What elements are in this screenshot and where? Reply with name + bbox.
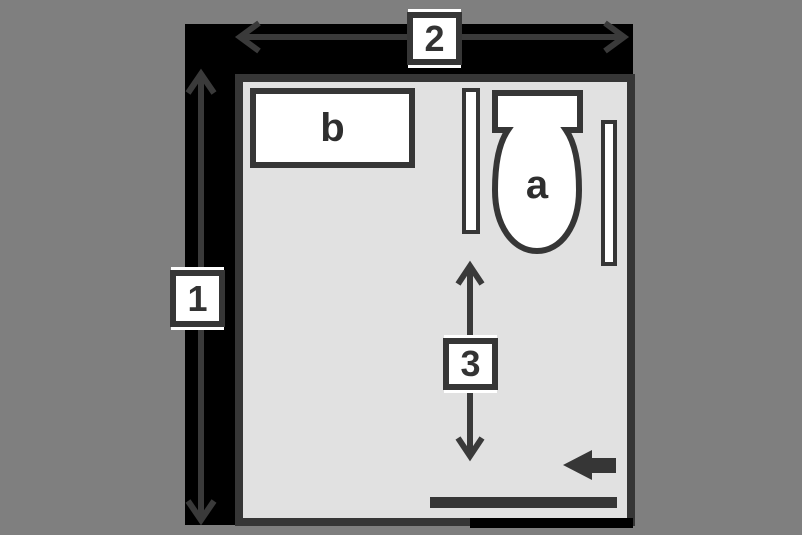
- grab-bar-left: [462, 88, 480, 234]
- door-bar: [430, 497, 617, 508]
- toilet-label: a: [525, 163, 549, 207]
- grab-bar-right: [601, 120, 617, 266]
- dimension-label-clearance: 3: [443, 338, 498, 390]
- dimension-label-height-text: 1: [187, 277, 208, 319]
- wall-bottom-segment: [470, 518, 633, 528]
- counter-unit: b: [250, 88, 415, 168]
- dimension-label-clearance-text: 3: [460, 343, 481, 384]
- toilet-label-wrap: a: [512, 160, 562, 210]
- counter-label: b: [320, 106, 345, 150]
- dimension-label-width-text: 2: [424, 17, 445, 59]
- dimension-label-width: 2: [407, 12, 462, 65]
- dimension-label-height: 1: [170, 270, 225, 327]
